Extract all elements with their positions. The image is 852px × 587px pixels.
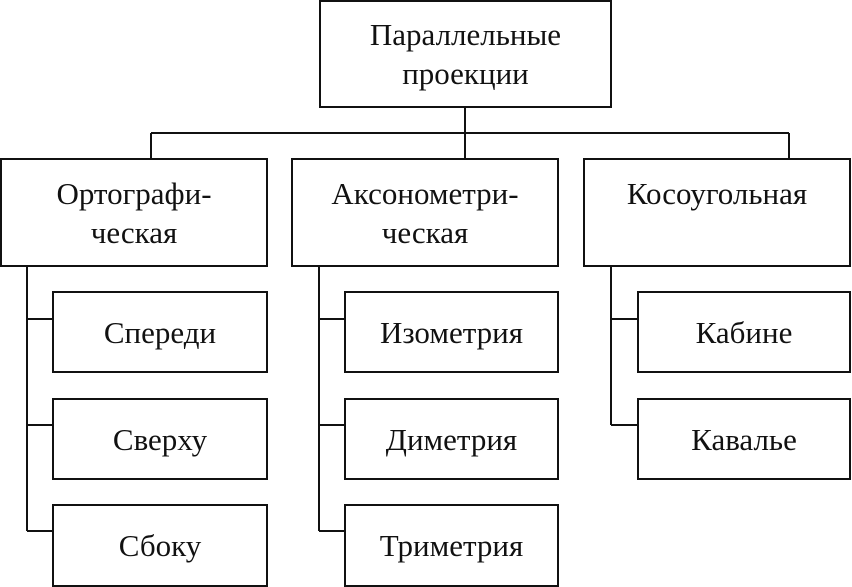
- category-label-line1: Ортографи-: [56, 176, 212, 211]
- root-label-line1: Параллельные: [369, 17, 562, 52]
- root-label-line2: проекции: [402, 56, 529, 91]
- leaf-node-trimetry: Триметрия: [344, 504, 559, 587]
- root-node: Параллельные проекции: [319, 0, 612, 108]
- leaf-label: Диметрия: [385, 421, 518, 457]
- leaf-label: Кавалье: [691, 421, 797, 457]
- leaf-node-cavalier: Кавалье: [637, 398, 851, 480]
- category-axonometric: Аксонометри- ческая: [291, 158, 559, 267]
- category-label-line2: ческая: [90, 215, 178, 250]
- leaf-label: Изометрия: [379, 314, 523, 350]
- leaf-label: Сбоку: [118, 528, 202, 563]
- leaf-label: Триметрия: [379, 528, 524, 563]
- category-label: Косоугольная: [627, 174, 807, 213]
- leaf-node-side: Сбоку: [52, 504, 268, 587]
- leaf-node-dimetry: Диметрия: [344, 398, 559, 480]
- leaf-node-isometry: Изометрия: [344, 291, 559, 373]
- leaf-label: Кабине: [695, 314, 793, 350]
- leaf-node-cabinet: Кабине: [637, 291, 851, 373]
- category-label-line1: Аксонометри-: [331, 176, 519, 211]
- category-label: Ортографи- ческая: [56, 174, 211, 252]
- leaf-label: Спереди: [103, 314, 217, 350]
- leaf-node-top: Сверху: [52, 398, 268, 480]
- leaf-node-front: Спереди: [52, 291, 268, 373]
- category-label-line2: ческая: [381, 215, 469, 250]
- category-label-line1: Косоугольная: [626, 176, 808, 211]
- category-label: Аксонометри- ческая: [331, 174, 518, 252]
- root-label: Параллельные проекции: [370, 15, 561, 93]
- category-oblique: Косоугольная: [583, 158, 851, 267]
- leaf-label: Сверху: [112, 421, 208, 457]
- category-orthographic: Ортографи- ческая: [0, 158, 268, 267]
